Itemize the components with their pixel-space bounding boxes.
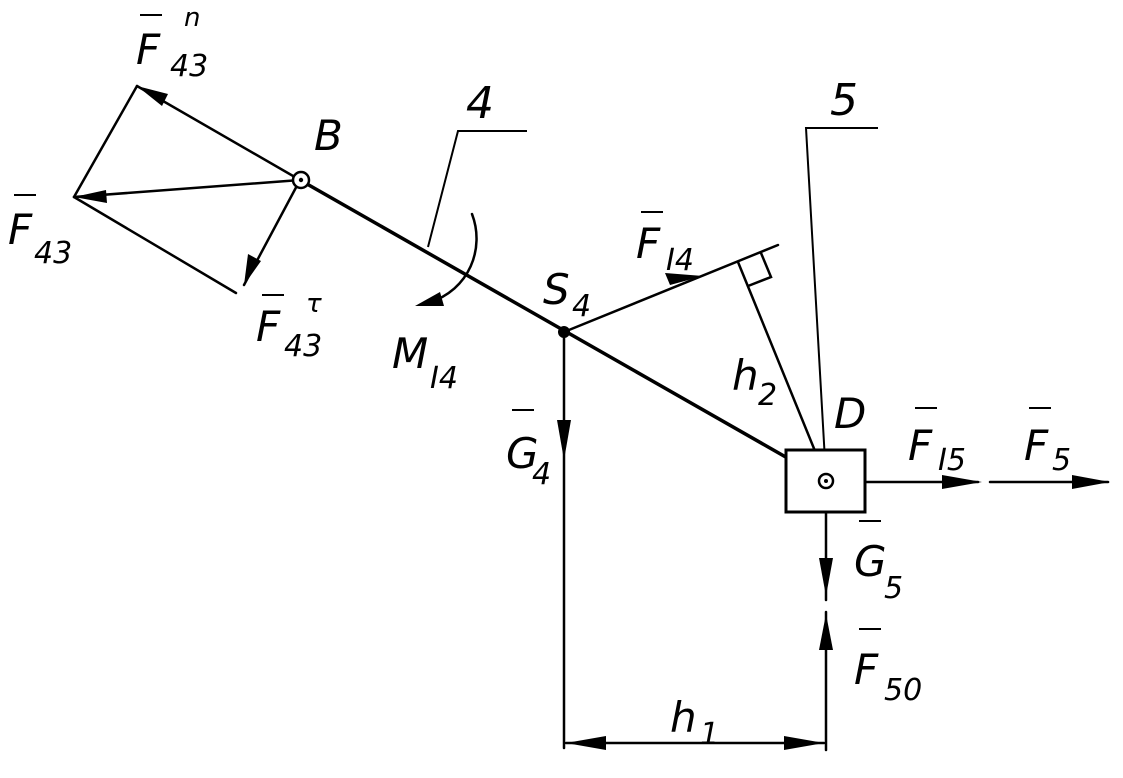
label-f5-sub: 5 [1052,443,1071,478]
label-f43-sub: 43 [34,236,72,271]
label-link-4: 4 [466,78,494,129]
moment-mi4-arrow [415,212,478,306]
label-f50-sub: 50 [884,673,922,708]
label-fi5: F [908,421,933,470]
leader-link-5 [804,127,878,479]
h1-dimension [564,736,826,750]
label-point-b: B [314,111,343,160]
label-f43n-sup: n [184,3,200,33]
label-f43t-sup: τ [306,289,322,319]
label-fi4-sub: I4 [666,243,694,278]
label-h1-sub: 1 [700,717,719,752]
label-fi5-sub: I5 [938,443,966,478]
fi4-force-arrow [562,243,780,334]
fi5-f5-force-arrows [863,475,1110,489]
h2-perpendicular [736,251,828,480]
label-g5-sub: 5 [884,571,903,606]
label-f5: F [1024,421,1049,470]
label-f43: F [8,205,33,254]
g5-f50-force-arrows [819,510,833,752]
label-s4-sub: 4 [572,289,591,324]
label-mi4-sub: I4 [430,361,458,396]
vector-overbars [14,14,1051,630]
label-fi4: F [636,219,661,268]
leader-link-4 [427,130,527,248]
label-f43t: F [256,302,281,351]
label-g4: G [506,429,539,478]
label-h2-sub: 2 [758,378,777,413]
label-h2: h [732,351,759,400]
label-f43n: F [136,25,161,74]
f43-parallelogram [72,84,302,295]
label-s4: S [543,265,570,314]
label-f43n-sub: 43 [170,49,208,84]
label-mi4: M [392,329,428,378]
g4-force-arrow [557,330,571,750]
label-h1: h [670,693,697,742]
label-point-d: D [834,389,866,438]
label-g4-sub: 4 [532,457,551,492]
label-link-5: 5 [830,75,858,126]
label-f43t-sub: 43 [284,329,322,364]
label-f50: F [854,645,879,694]
label-g5: G [854,537,887,586]
